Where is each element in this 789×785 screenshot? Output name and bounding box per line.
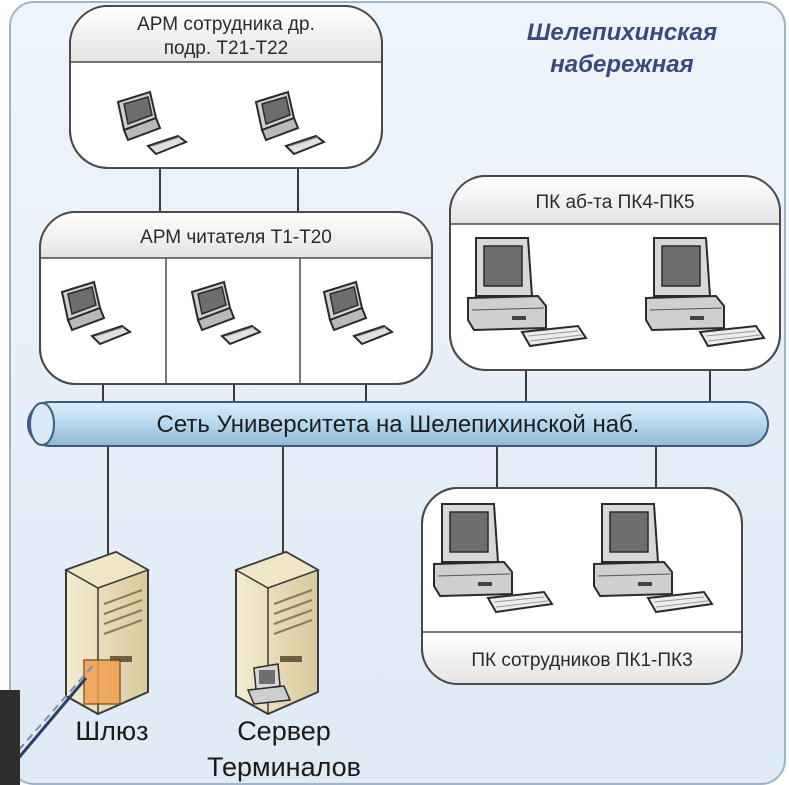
group-staff-other-dept: АРМ сотрудника др. подр. Т21-Т22	[69, 5, 383, 169]
group-staff-label-1: АРМ сотрудника др.	[137, 14, 315, 35]
title-line-1: Шелепихинская	[527, 19, 717, 46]
group-employees-label: ПК сотрудников ПК1-ПК3	[471, 650, 692, 671]
group-readers: АРМ читателя Т1-Т20	[39, 211, 433, 385]
terminal-label-1: Сервер	[237, 716, 331, 746]
gateway-label: Шлюз	[75, 716, 148, 746]
terminal-server: Сервер Терминалов	[207, 551, 361, 782]
title-line-2: набережная	[550, 51, 693, 78]
group-staff-label-2: подр. Т21-Т22	[164, 38, 288, 59]
group-employees: ПК сотрудников ПК1-ПК3	[421, 487, 743, 685]
corner-block	[0, 690, 20, 785]
group-subscription-label: ПК аб-та ПК4-ПК5	[535, 192, 694, 213]
gateway-server: Шлюз	[65, 551, 149, 746]
network-bus-label: Сеть Университета на Шелепихинской наб.	[157, 411, 640, 438]
network-bus: Сеть Университета на Шелепихинской наб.	[27, 401, 769, 447]
terminal-label-2: Терминалов	[207, 752, 361, 782]
group-readers-label: АРМ читателя Т1-Т20	[140, 227, 332, 248]
group-subscription: ПК аб-та ПК4-ПК5	[449, 175, 781, 371]
